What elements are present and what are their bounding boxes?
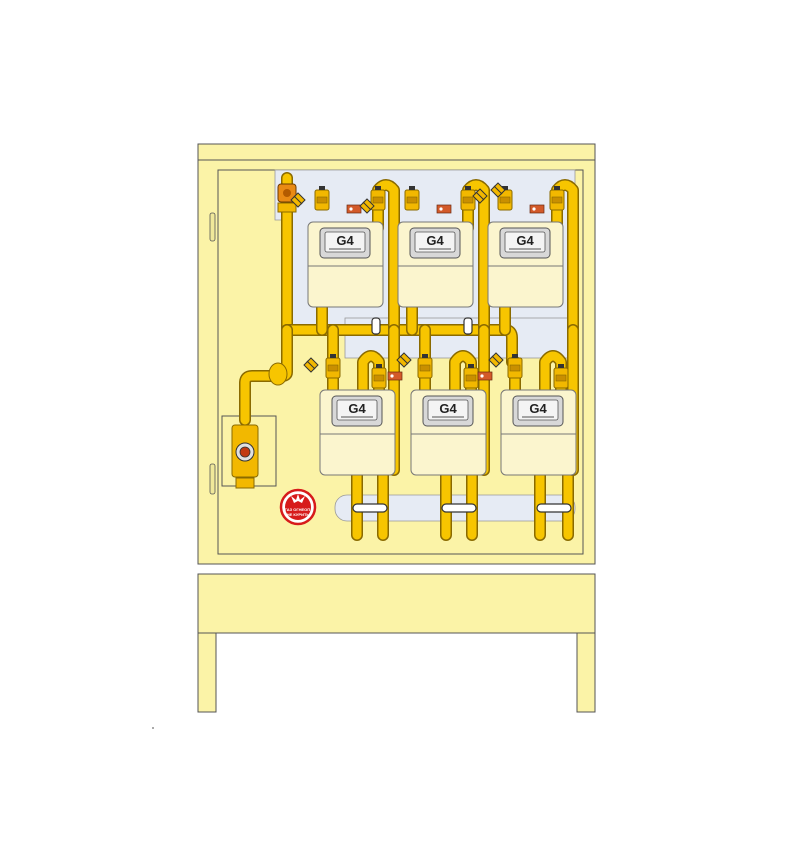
meter-label: G4 bbox=[426, 233, 444, 248]
door-hinge-top bbox=[209, 212, 216, 242]
valve-nut bbox=[372, 196, 384, 204]
valve-nut bbox=[465, 374, 477, 382]
gas-meter: G4 bbox=[307, 221, 384, 308]
seal-tag bbox=[346, 204, 362, 214]
base-plinth bbox=[197, 573, 596, 634]
filter-fitting-mark bbox=[293, 195, 303, 205]
meter-label: G4 bbox=[348, 401, 366, 416]
meter-display bbox=[517, 399, 559, 421]
valves bbox=[231, 182, 569, 489]
valve-nut bbox=[419, 364, 431, 372]
seal-tag-dot bbox=[390, 374, 394, 378]
pipe-segment bbox=[450, 351, 476, 397]
pipe-elbow-joint bbox=[268, 362, 288, 386]
flame-icon bbox=[291, 494, 305, 503]
meter-display bbox=[324, 231, 366, 253]
warning-sign-inner-disc bbox=[285, 494, 311, 520]
seal-tag-dot bbox=[532, 207, 536, 211]
valve-handle bbox=[376, 364, 382, 368]
valve-handle bbox=[558, 364, 564, 368]
filter-fitting-mark bbox=[491, 355, 501, 365]
seal-tag-dot bbox=[439, 207, 443, 211]
valve-nut bbox=[551, 196, 563, 204]
gas-meter: G4 bbox=[500, 389, 577, 476]
meter-display bbox=[414, 231, 456, 253]
valve-handle bbox=[465, 186, 471, 190]
manifold-clamp bbox=[463, 317, 473, 335]
pipe-segment bbox=[540, 351, 566, 397]
valve-nut bbox=[499, 196, 511, 204]
valve-handle bbox=[502, 186, 508, 190]
valve-nut bbox=[316, 196, 328, 204]
filter-fitting-mark bbox=[306, 360, 316, 370]
warning-sign-line1: ГАЗ ОГНЕОП. bbox=[285, 507, 312, 512]
valve-handle bbox=[554, 186, 560, 190]
valve-handle bbox=[319, 186, 325, 190]
valve-nut bbox=[406, 196, 418, 204]
valve-nut bbox=[555, 374, 567, 382]
meter-label: G4 bbox=[529, 401, 547, 416]
meter-display bbox=[427, 399, 469, 421]
manifold-clamp bbox=[371, 317, 381, 335]
seal-tag bbox=[529, 204, 545, 214]
gas-meter: G4 bbox=[487, 221, 564, 308]
seal-tag bbox=[436, 204, 452, 214]
filter-fitting-mark bbox=[362, 201, 372, 211]
main-shutoff-valve-knob bbox=[283, 189, 291, 197]
valve-nut bbox=[327, 364, 339, 372]
meter-display bbox=[336, 399, 378, 421]
seal-tag bbox=[477, 371, 493, 381]
filter-fitting-mark bbox=[399, 355, 409, 365]
gas-meter: G4 bbox=[319, 389, 396, 476]
main-shutoff-valve-union bbox=[277, 202, 297, 213]
right-leg bbox=[576, 631, 596, 713]
valve-nut bbox=[509, 364, 521, 372]
warning-sign-line2: НЕ КУРИТЬ bbox=[287, 512, 310, 517]
meter-label: G4 bbox=[516, 233, 534, 248]
left-leg bbox=[197, 631, 217, 713]
valve-handle bbox=[422, 354, 428, 358]
filter-fitting-mark bbox=[475, 191, 485, 201]
valve-handle bbox=[468, 364, 474, 368]
pipe-clamp bbox=[536, 503, 572, 513]
meter-label: G4 bbox=[336, 233, 354, 248]
gas-meter: G4 bbox=[410, 389, 487, 476]
pipe-clamp bbox=[441, 503, 477, 513]
valve-handle bbox=[409, 186, 415, 190]
inlet-regulator-knob bbox=[239, 446, 251, 458]
seal-tag-dot bbox=[480, 374, 484, 378]
pipe-segment bbox=[358, 351, 384, 397]
warning-sign: ГАЗ ОГНЕОП. НЕ КУРИТЬ bbox=[279, 488, 317, 526]
valve-handle bbox=[330, 354, 336, 358]
inlet-pipe-stub bbox=[235, 477, 255, 489]
valve-handle bbox=[375, 186, 381, 190]
meter-display bbox=[504, 231, 546, 253]
gas-meter: G4 bbox=[397, 221, 474, 308]
valve-nut bbox=[462, 196, 474, 204]
meter-label: G4 bbox=[439, 401, 457, 416]
filter-fitting-mark bbox=[493, 185, 503, 195]
pipe-clamps bbox=[352, 317, 572, 513]
seal-tag bbox=[387, 371, 403, 381]
pipe-clamp bbox=[352, 503, 388, 513]
valve-nut bbox=[373, 374, 385, 382]
valve-handle bbox=[512, 354, 518, 358]
seal-tag-dot bbox=[349, 207, 353, 211]
door-hinge-bottom bbox=[209, 463, 216, 495]
